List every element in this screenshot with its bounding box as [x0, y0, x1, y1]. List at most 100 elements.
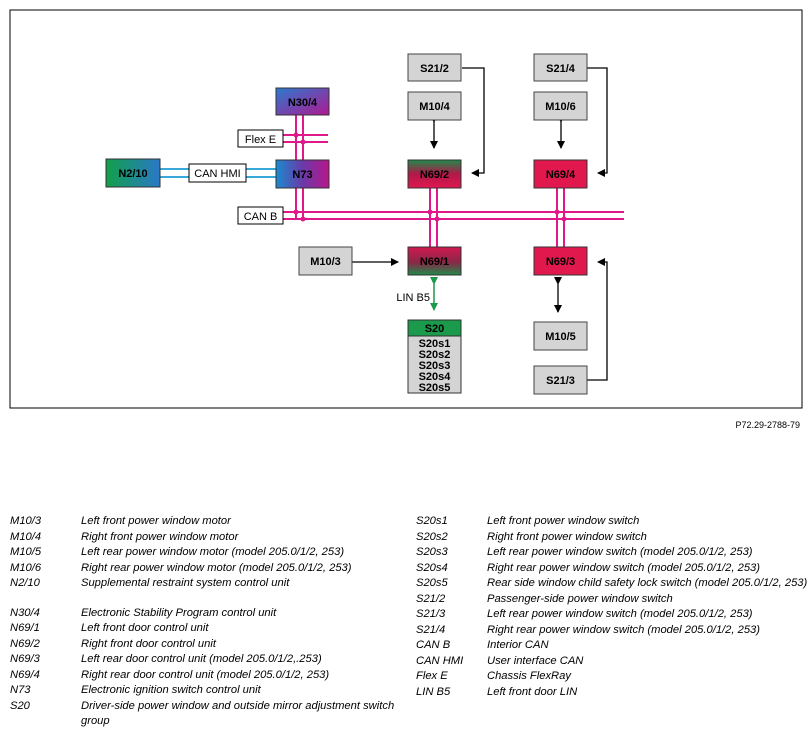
can-hmi-label-box: CAN HMI	[188, 163, 247, 183]
n30-4-box[interactable]: N30/4	[275, 87, 330, 116]
s20-switch-label: S20s2	[419, 349, 451, 361]
legend-text: Right front door control unit	[81, 637, 216, 650]
legend-row: Flex E Chassis FlexRay	[416, 669, 808, 685]
legend-text: Left front door LIN	[487, 685, 578, 698]
svg-text:S21/4: S21/4	[546, 63, 576, 75]
svg-text:M10/6: M10/6	[545, 101, 576, 113]
bus-junctions	[293, 132, 567, 222]
legend-text: Right front power window motor	[81, 530, 239, 543]
signal-lines	[345, 67, 608, 381]
legend-text: Supplemental restraint system control un…	[81, 577, 290, 589]
m10-5-box[interactable]: M10/5	[533, 321, 588, 351]
m10-6-box[interactable]: M10/6	[533, 91, 588, 121]
legend-row: N69/1 Left front door control unit	[10, 621, 410, 637]
legend-code: S20s1	[416, 515, 448, 527]
legend-text: Electronic ignition switch control unit	[81, 684, 261, 696]
svg-text:N69/1: N69/1	[420, 256, 449, 268]
svg-text:CAN B: CAN B	[244, 211, 278, 223]
legend-code: M10/4	[10, 530, 42, 543]
legend-text: Right front power window switch	[487, 530, 647, 543]
legend-code: M10/6	[10, 561, 42, 574]
legend-code: CAN B	[416, 639, 451, 651]
n69-1-box[interactable]: N69/1	[407, 246, 462, 276]
legend-code: N69/1	[10, 622, 40, 634]
m10-4-box[interactable]: M10/4	[407, 91, 462, 121]
network-diagram: LIN B5 N30/4 Flex E N2/10 CAN HMI N73 CA…	[9, 9, 803, 409]
legend-row: S20s1 Left front power window switch	[416, 514, 808, 530]
diagram-frame	[9, 9, 803, 409]
svg-text:N69/3: N69/3	[546, 256, 575, 268]
legend-text: Left front door control unit	[81, 622, 209, 634]
svg-text:N69/4: N69/4	[546, 169, 576, 181]
n69-4-box[interactable]: N69/4	[533, 159, 588, 189]
legend-text: Right rear power window switch (model 20…	[487, 623, 760, 636]
legend-row: N69/4 Right rear door control unit (model…	[10, 668, 410, 684]
svg-text:CAN HMI: CAN HMI	[194, 168, 240, 180]
legend-text: Interior CAN	[487, 639, 549, 651]
legend-code: M10/3	[10, 515, 42, 527]
s21-3-box[interactable]: S21/3	[533, 365, 588, 395]
legend-row: S20 Driver-side power window and outside …	[10, 699, 410, 730]
legend-text: Right rear power window switch (model 20…	[487, 561, 760, 574]
m10-3-box[interactable]: M10/3	[298, 246, 353, 276]
s20-switch-label: S20s4	[419, 371, 452, 383]
legend-code: S21/4	[416, 623, 446, 636]
legend-code: N69/3	[10, 653, 40, 665]
n69-3-box[interactable]: N69/3	[533, 246, 588, 276]
s21-4-box[interactable]: S21/4	[533, 53, 588, 82]
legend-text: Driver-side power window and outside mir…	[81, 699, 395, 728]
s21-2-box[interactable]: S21/2	[407, 53, 462, 82]
legend-code: M10/5	[10, 546, 42, 558]
svg-text:S20: S20	[425, 323, 445, 335]
legend-code: S20s4	[416, 561, 448, 574]
svg-text:M10/5: M10/5	[545, 331, 576, 343]
legend-code: Flex E	[416, 670, 448, 682]
svg-text:M10/3: M10/3	[310, 256, 341, 268]
legend-code: S20s3	[416, 546, 448, 558]
legend-text: Rear side window child safety lock switc…	[487, 577, 808, 589]
legend-text: Electronic Stability Program control uni…	[81, 606, 277, 619]
legend-text: Left rear power window switch (model 205…	[487, 608, 753, 620]
legend-row: LIN B5 Left front door LIN	[416, 685, 808, 701]
svg-text:M10/4: M10/4	[419, 101, 450, 113]
legend-text: Chassis FlexRay	[487, 670, 571, 682]
s20-box[interactable]: S20 S20s1 S20s2 S20s3 S20s4 S20s5	[407, 319, 462, 394]
n69-2-box[interactable]: N69/2	[407, 159, 462, 189]
legend-row: S20s3 Left rear power window switch (mode…	[416, 545, 808, 561]
svg-text:N73: N73	[292, 169, 312, 181]
legend-code: CAN HMI	[416, 654, 464, 667]
legend-code: LIN B5	[416, 685, 451, 698]
lin-b5-label: LIN B5	[396, 292, 430, 304]
n2-10-box[interactable]: N2/10	[105, 158, 161, 188]
legend-text: Left front power window switch	[487, 515, 640, 527]
legend-text: Left front power window motor	[81, 515, 231, 527]
figure-code: P72.29-2788-79	[735, 420, 800, 430]
legend-code: N69/4	[10, 668, 40, 681]
legend-text: Left rear power window switch (model 205…	[487, 546, 753, 558]
svg-text:N69/2: N69/2	[420, 169, 449, 181]
legend-text: Left rear power window motor (model 205.…	[81, 546, 345, 558]
legend-row: M10/4 Right front power window motor	[10, 530, 410, 546]
legend-row: S20s4 Right rear power window switch (mod…	[416, 561, 808, 577]
can-b-label-box: CAN B	[237, 206, 284, 225]
legend-text: Right rear door control unit (model 205.…	[81, 668, 330, 681]
legend-code: S20	[10, 699, 30, 712]
legend-row: N73 Electronic ignition switch control un…	[10, 683, 410, 699]
s20-switch-label: S20s3	[419, 360, 451, 372]
svg-text:Flex E: Flex E	[245, 134, 276, 146]
legend-code: N73	[10, 684, 31, 696]
legend-text: Passenger-side power window switch	[487, 592, 673, 605]
flex-e-label-box: Flex E	[237, 129, 284, 148]
svg-text:N30/4: N30/4	[288, 97, 318, 109]
n73-box[interactable]: N73	[275, 159, 330, 189]
